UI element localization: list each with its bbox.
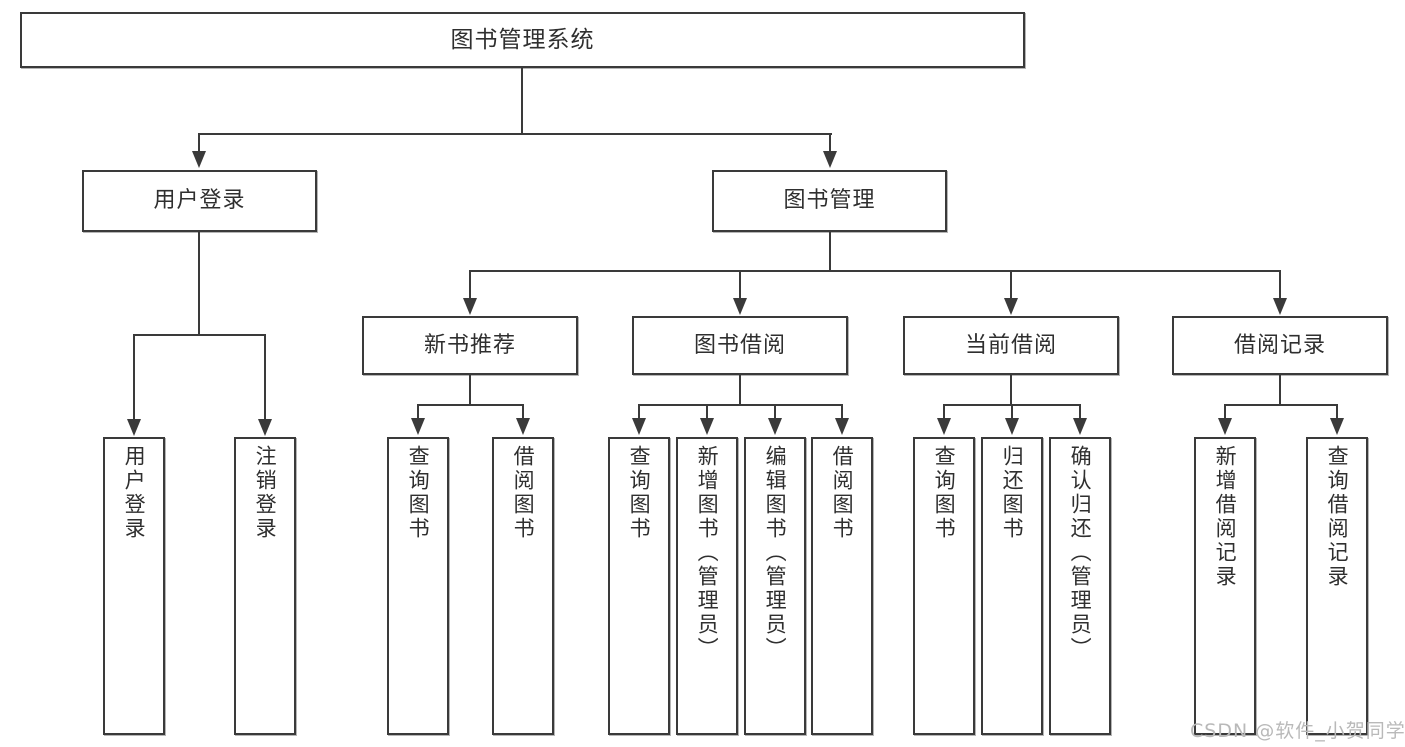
arrowhead-leaf-user-login: [127, 419, 141, 436]
leaf-node-return-book[interactable]: 归还图书: [981, 437, 1043, 735]
connector-recommend-stem: [469, 375, 471, 405]
connector-lvl3-drop-4: [1279, 270, 1281, 298]
node-label: 查询图书: [627, 445, 652, 541]
connector-root-drop-right: [829, 133, 831, 151]
connector-borrow-drop-1: [638, 404, 640, 418]
arrowhead-leaf-add-book: [700, 418, 714, 435]
leaf-node-query-borrow-record[interactable]: 查询借阅记录: [1306, 437, 1368, 735]
arrowhead-leaf-query-book-3: [937, 418, 951, 435]
node-label: 归还图书: [1000, 445, 1025, 541]
node-label: 查询图书: [932, 445, 957, 541]
leaf-node-user-login[interactable]: 用户登录: [103, 437, 165, 735]
arrowhead-new-book-recommend: [463, 298, 477, 315]
connector-borrow-drop-2: [706, 404, 708, 418]
connector-borrow-stem: [739, 375, 741, 405]
connector-book-management-stem: [829, 232, 831, 272]
node-label: 新增图书（管理员）: [695, 445, 720, 661]
arrowhead-leaf-confirm-return: [1073, 418, 1087, 435]
node-root-system[interactable]: 图书管理系统: [20, 12, 1025, 68]
node-label: 用户登录: [122, 445, 147, 541]
leaf-node-query-book-recommend[interactable]: 查询图书: [387, 437, 449, 735]
arrowhead-book-borrow: [733, 298, 747, 315]
leaf-node-confirm-return-admin[interactable]: 确认归还（管理员）: [1049, 437, 1111, 735]
connector-borrow-drop-3: [774, 404, 776, 418]
connector-lvl3-drop-2: [739, 270, 741, 298]
node-label: 查询图书: [406, 445, 431, 541]
node-label: 借阅图书: [830, 445, 855, 541]
connector-user-login-bus: [133, 334, 265, 336]
node-new-book-recommend[interactable]: 新书推荐: [362, 316, 578, 375]
arrowhead-leaf-query-book-1: [411, 418, 425, 435]
node-label: 新书推荐: [423, 332, 516, 358]
leaf-node-query-book-current[interactable]: 查询图书: [913, 437, 975, 735]
node-label: 借阅记录: [1233, 332, 1326, 358]
arrowhead-leaf-add-record: [1218, 418, 1232, 435]
arrowhead-current-borrow: [1004, 298, 1018, 315]
connector-records-drop-2: [1336, 404, 1338, 418]
node-label: 查询借阅记录: [1325, 445, 1350, 589]
connector-user-login-drop-1: [133, 334, 135, 419]
arrowhead-leaf-query-record: [1330, 418, 1344, 435]
connector-user-login-stem: [198, 232, 200, 336]
leaf-node-edit-book-admin[interactable]: 编辑图书（管理员）: [744, 437, 806, 735]
connector-root-drop-left: [198, 133, 200, 151]
leaf-node-borrow-book[interactable]: 借阅图书: [811, 437, 873, 735]
arrowhead-leaf-borrow-book-2: [835, 418, 849, 435]
node-label: 用户登录: [153, 188, 246, 214]
node-user-login[interactable]: 用户登录: [82, 170, 317, 232]
connector-current-drop-1: [943, 404, 945, 418]
leaf-node-logout[interactable]: 注销登录: [234, 437, 296, 735]
node-label: 图书借阅: [693, 332, 786, 358]
connector-lvl3-drop-3: [1010, 270, 1012, 298]
connector-records-stem: [1279, 375, 1281, 405]
connector-current-drop-2: [1011, 404, 1013, 418]
node-label: 图书管理: [783, 188, 876, 214]
connector-borrow-bus: [638, 404, 843, 406]
connector-root-bus: [198, 133, 832, 135]
arrowhead-leaf-return-book: [1005, 418, 1019, 435]
node-book-borrow[interactable]: 图书借阅: [632, 316, 848, 375]
leaf-node-add-borrow-record[interactable]: 新增借阅记录: [1194, 437, 1256, 735]
connector-book-management-bus: [469, 270, 1280, 272]
node-borrow-records[interactable]: 借阅记录: [1172, 316, 1388, 375]
arrowhead-leaf-edit-book: [768, 418, 782, 435]
arrowhead-borrow-records: [1273, 298, 1287, 315]
arrowhead-user-login: [192, 151, 206, 168]
connector-current-drop-3: [1079, 404, 1081, 418]
leaf-node-borrow-book-recommend[interactable]: 借阅图书: [492, 437, 554, 735]
node-label: 借阅图书: [511, 445, 536, 541]
node-label: 确认归还（管理员）: [1068, 445, 1093, 661]
node-label: 图书管理系统: [450, 26, 595, 53]
node-label: 编辑图书（管理员）: [763, 445, 788, 661]
connector-lvl3-drop-1: [469, 270, 471, 298]
node-label: 新增借阅记录: [1213, 445, 1238, 589]
connector-records-bus: [1224, 404, 1337, 406]
connector-recommend-bus: [417, 404, 523, 406]
arrowhead-leaf-query-book-2: [632, 418, 646, 435]
connector-recommend-drop-2: [522, 404, 524, 418]
node-label: 当前借阅: [964, 332, 1057, 358]
node-label: 注销登录: [253, 445, 278, 541]
node-book-management[interactable]: 图书管理: [712, 170, 947, 232]
connector-current-stem: [1010, 375, 1012, 405]
connector-borrow-drop-4: [841, 404, 843, 418]
leaf-node-query-book-borrow[interactable]: 查询图书: [608, 437, 670, 735]
leaf-node-add-book-admin[interactable]: 新增图书（管理员）: [676, 437, 738, 735]
arrowhead-leaf-borrow-book-1: [516, 418, 530, 435]
connector-root-stem: [521, 68, 523, 134]
connector-records-drop-1: [1224, 404, 1226, 418]
connector-user-login-drop-2: [264, 334, 266, 419]
arrowhead-book-manage: [823, 151, 837, 168]
arrowhead-leaf-logout: [258, 419, 272, 436]
node-current-borrow[interactable]: 当前借阅: [903, 316, 1119, 375]
connector-recommend-drop-1: [417, 404, 419, 418]
